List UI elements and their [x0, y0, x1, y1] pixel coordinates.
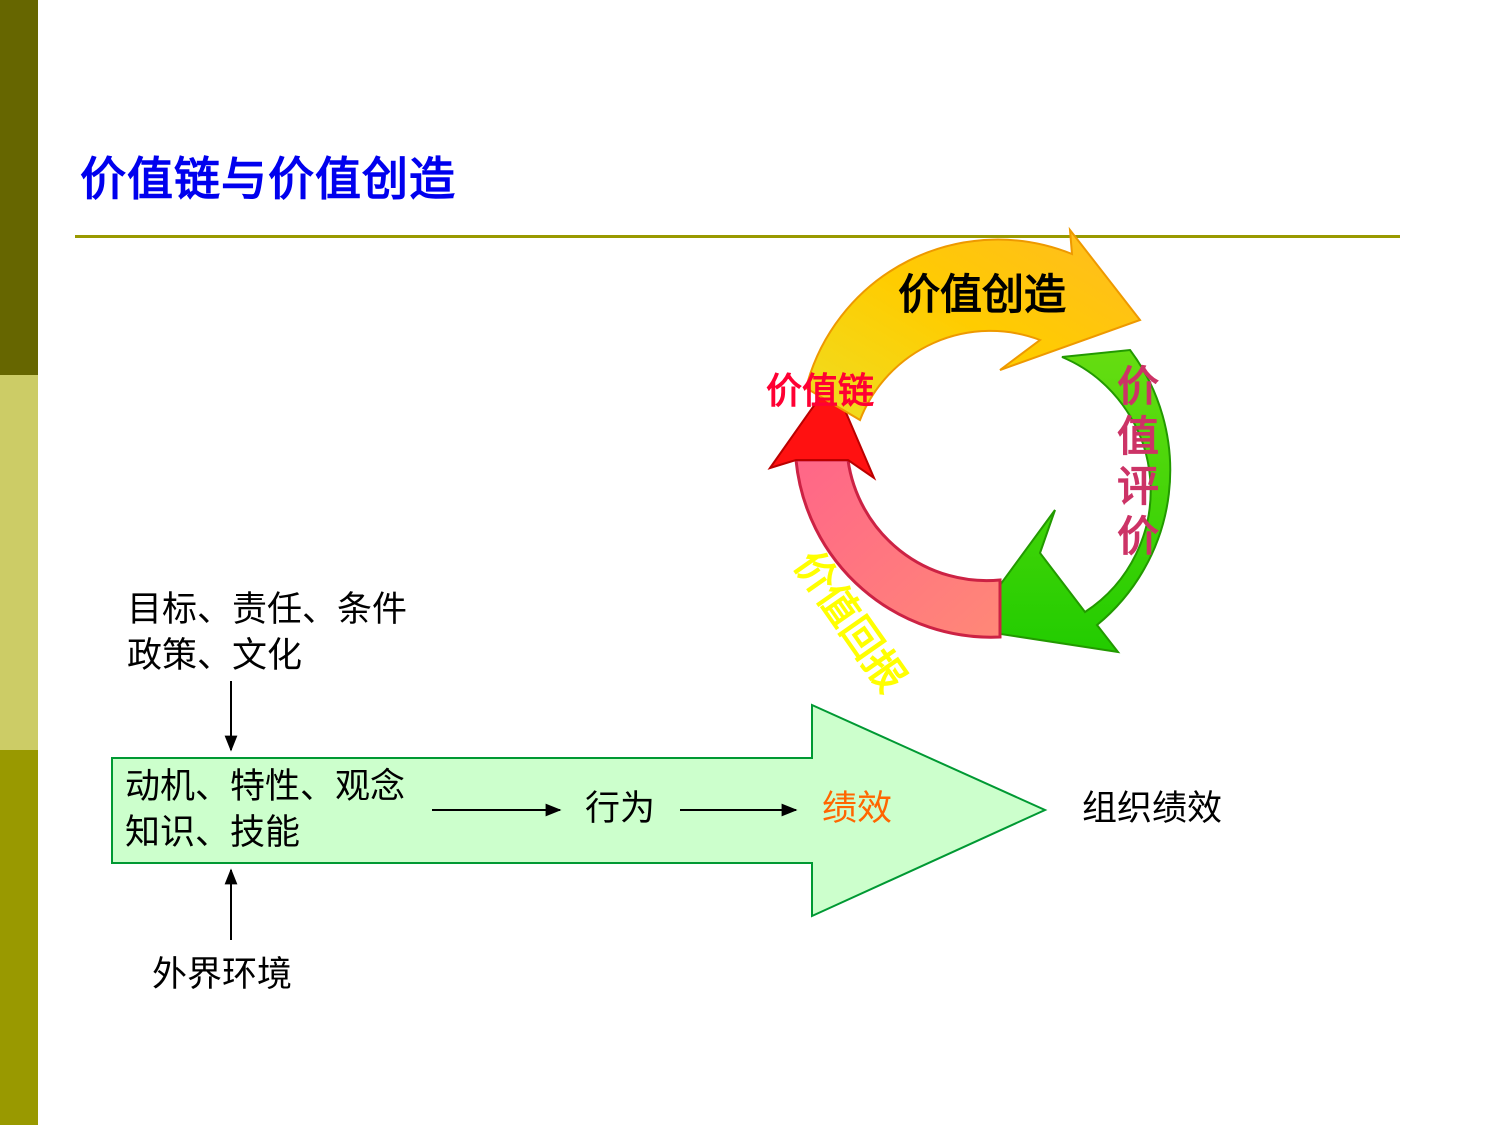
inner-factors-line: 知识、技能 [125, 813, 301, 853]
slide-title: 价值链与价值创造 [80, 152, 456, 206]
evaluate-arrow [973, 348, 1172, 654]
performance-label: 绩效 [822, 789, 893, 829]
inputs-top-line: 目标、责任、条件 [127, 590, 408, 630]
inputs-top-line: 政策、文化 [127, 636, 303, 676]
inputs-top: 目标、责任、条件 政策、文化 [127, 587, 407, 679]
behavior-label: 行为 [585, 789, 656, 829]
inner-factors-line: 动机、特性、观念 [125, 767, 406, 807]
evaluate-char: 值 [1116, 412, 1159, 461]
create-arrow [804, 226, 1142, 422]
cycle-label-create: 价值创造 [898, 270, 1067, 319]
cycle-label-chain: 价值链 [766, 371, 875, 412]
title-underline [75, 235, 1400, 238]
cycle-label-evaluate: 价 值 评 价 [1113, 362, 1163, 562]
value-cycle-diagram [767, 226, 1172, 654]
inner-factors: 动机、特性、观念 知识、技能 [125, 764, 405, 856]
evaluate-char: 价 [1116, 362, 1159, 411]
return-arrow [794, 458, 1002, 639]
sidebar-band-top [0, 0, 38, 375]
flow-big-arrow [111, 703, 1048, 918]
sidebar-band-middle [0, 375, 38, 750]
evaluate-char: 价 [1116, 512, 1159, 561]
evaluate-char: 评 [1116, 462, 1159, 511]
org-performance-label: 组织绩效 [1082, 789, 1223, 829]
sidebar-band-bottom [0, 750, 38, 1125]
environment-label: 外界环境 [152, 955, 293, 995]
